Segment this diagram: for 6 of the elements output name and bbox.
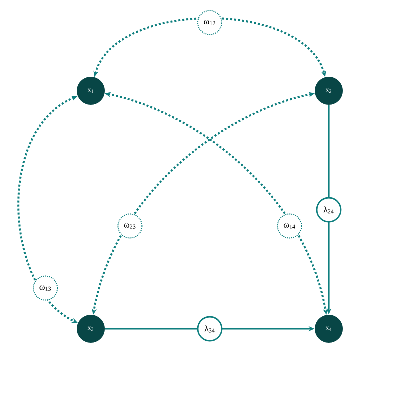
edge-label: ω$_{23}$ [118, 214, 143, 239]
edge-label: ω$_{13}$ [33, 276, 58, 301]
edge-label: ω$_{14}$ [277, 214, 302, 239]
edge-label: λ$_{34}$ [197, 316, 223, 342]
edge-label: ω$_{12}$ [198, 10, 222, 36]
edge-label: λ$_{24}$ [316, 197, 342, 223]
